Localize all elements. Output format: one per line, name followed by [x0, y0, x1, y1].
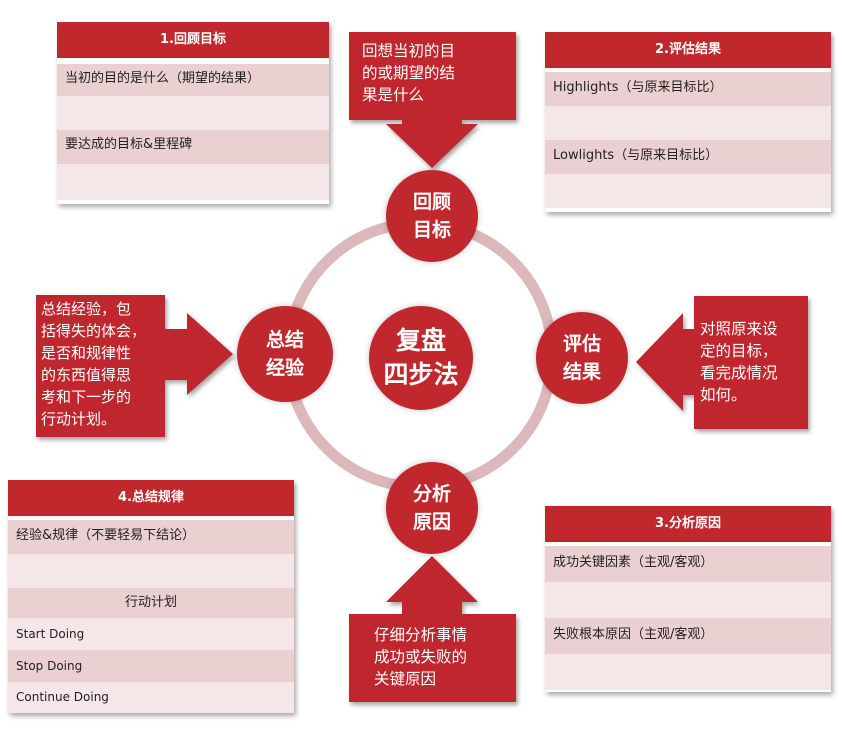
node-line: 目标: [412, 219, 451, 241]
callout-line: 回想当初的目: [362, 42, 456, 60]
panel-1-title: 1.回顾目标: [57, 22, 329, 58]
callout-line: 定的目标，: [700, 342, 778, 360]
callout-right-text: 对照原来设 定的目标， 看完成情况 如何。: [700, 318, 806, 406]
panel-4-row: Continue Doing: [8, 682, 294, 713]
panel-2-row: [545, 106, 831, 140]
center-node-line: 复盘: [395, 326, 446, 355]
callout-line: 如何。: [700, 386, 747, 404]
callout-line: 是否和规律性: [41, 344, 132, 362]
panel-3-row: [545, 654, 831, 690]
panel-4-body: 经验&规律（不要轻易下结论） 行动计划 Start Doing Stop Doi…: [8, 516, 294, 713]
node-line: 总结: [265, 329, 304, 351]
callout-arrow-right: [636, 296, 808, 429]
node-line: 分析: [412, 483, 451, 505]
panel-4-row: [8, 554, 294, 588]
panel-3-row: 成功关键因素（主观/客观）: [545, 546, 831, 582]
panel-4-row: 经验&规律（不要轻易下结论）: [8, 520, 294, 554]
callout-line: 成功或失败的: [374, 648, 468, 666]
panel-4-row: Stop Doing: [8, 650, 294, 682]
panel-2-body: Highlights（与原来目标比） Lowlights（与原来目标比）: [545, 68, 831, 212]
panel-2-row: Lowlights（与原来目标比）: [545, 140, 831, 174]
panel-1-row: [57, 164, 329, 200]
center-node-line: 四步法: [383, 360, 459, 389]
node-line: 原因: [412, 511, 451, 533]
panel-3-title: 3.分析原因: [545, 506, 831, 542]
panel-3-row: 失败根本原因（主观/客观）: [545, 618, 831, 654]
callout-line: 看完成情况: [700, 364, 778, 382]
callout-line: 关键原因: [374, 670, 437, 688]
callout-line: 的或期望的结: [362, 64, 456, 82]
callout-arrow-left: [36, 295, 233, 437]
node-line: 经验: [265, 357, 304, 379]
panel-4-title: 4.总结规律: [8, 480, 294, 516]
callout-line: 的东西值得思: [41, 366, 132, 384]
callout-line: 对照原来设: [700, 320, 778, 338]
callout-line: 总结经验，包: [41, 300, 132, 318]
panel-2-row: [545, 174, 831, 208]
callout-line: 行动计划。: [41, 410, 117, 428]
callout-line: 果是什么: [362, 86, 425, 104]
callout-arrow-top: [349, 32, 516, 168]
panel-1-row: [57, 96, 329, 130]
panel-3-row: [545, 582, 831, 618]
callout-arrow-bottom: [349, 556, 516, 702]
panel-2-row: Highlights（与原来目标比）: [545, 72, 831, 106]
center-node: 复盘 四步法: [369, 306, 473, 410]
node-summarize-experience: 总结 经验: [237, 306, 333, 402]
callout-line: 括得失的体会，: [41, 322, 147, 340]
node-line: 结果: [562, 361, 601, 383]
node-review-goals: 回顾 目标: [386, 170, 478, 262]
callout-left-text: 总结经验，包 括得失的体会， 是否和规律性 的东西值得思 考和下一步的 行动计划…: [41, 298, 167, 430]
panel-4-row: Start Doing: [8, 618, 294, 650]
panel-1-body: 当初的目的是什么（期望的结果） 要达成的目标&里程碑: [57, 58, 329, 204]
callout-top-text: 回想当初的目 的或期望的结 果是什么: [362, 40, 512, 106]
callout-line: 仔细分析事情: [374, 626, 468, 644]
panel-2-title: 2.评估结果: [545, 32, 831, 68]
callout-line: 考和下一步的: [41, 388, 132, 406]
node-line: 回顾: [412, 191, 451, 213]
panel-4-row-header: 行动计划: [8, 588, 294, 618]
panel-1-row: 要达成的目标&里程碑: [57, 130, 329, 164]
panel-3-body: 成功关键因素（主观/客观） 失败根本原因（主观/客观）: [545, 542, 831, 692]
panel-1-row: 当初的目的是什么（期望的结果）: [57, 64, 329, 96]
callout-bottom-text: 仔细分析事情 成功或失败的 关键原因: [374, 624, 514, 690]
node-analyze-causes: 分析 原因: [386, 462, 478, 554]
node-line: 评估: [562, 333, 601, 355]
node-evaluate-results: 评估 结果: [536, 312, 628, 404]
